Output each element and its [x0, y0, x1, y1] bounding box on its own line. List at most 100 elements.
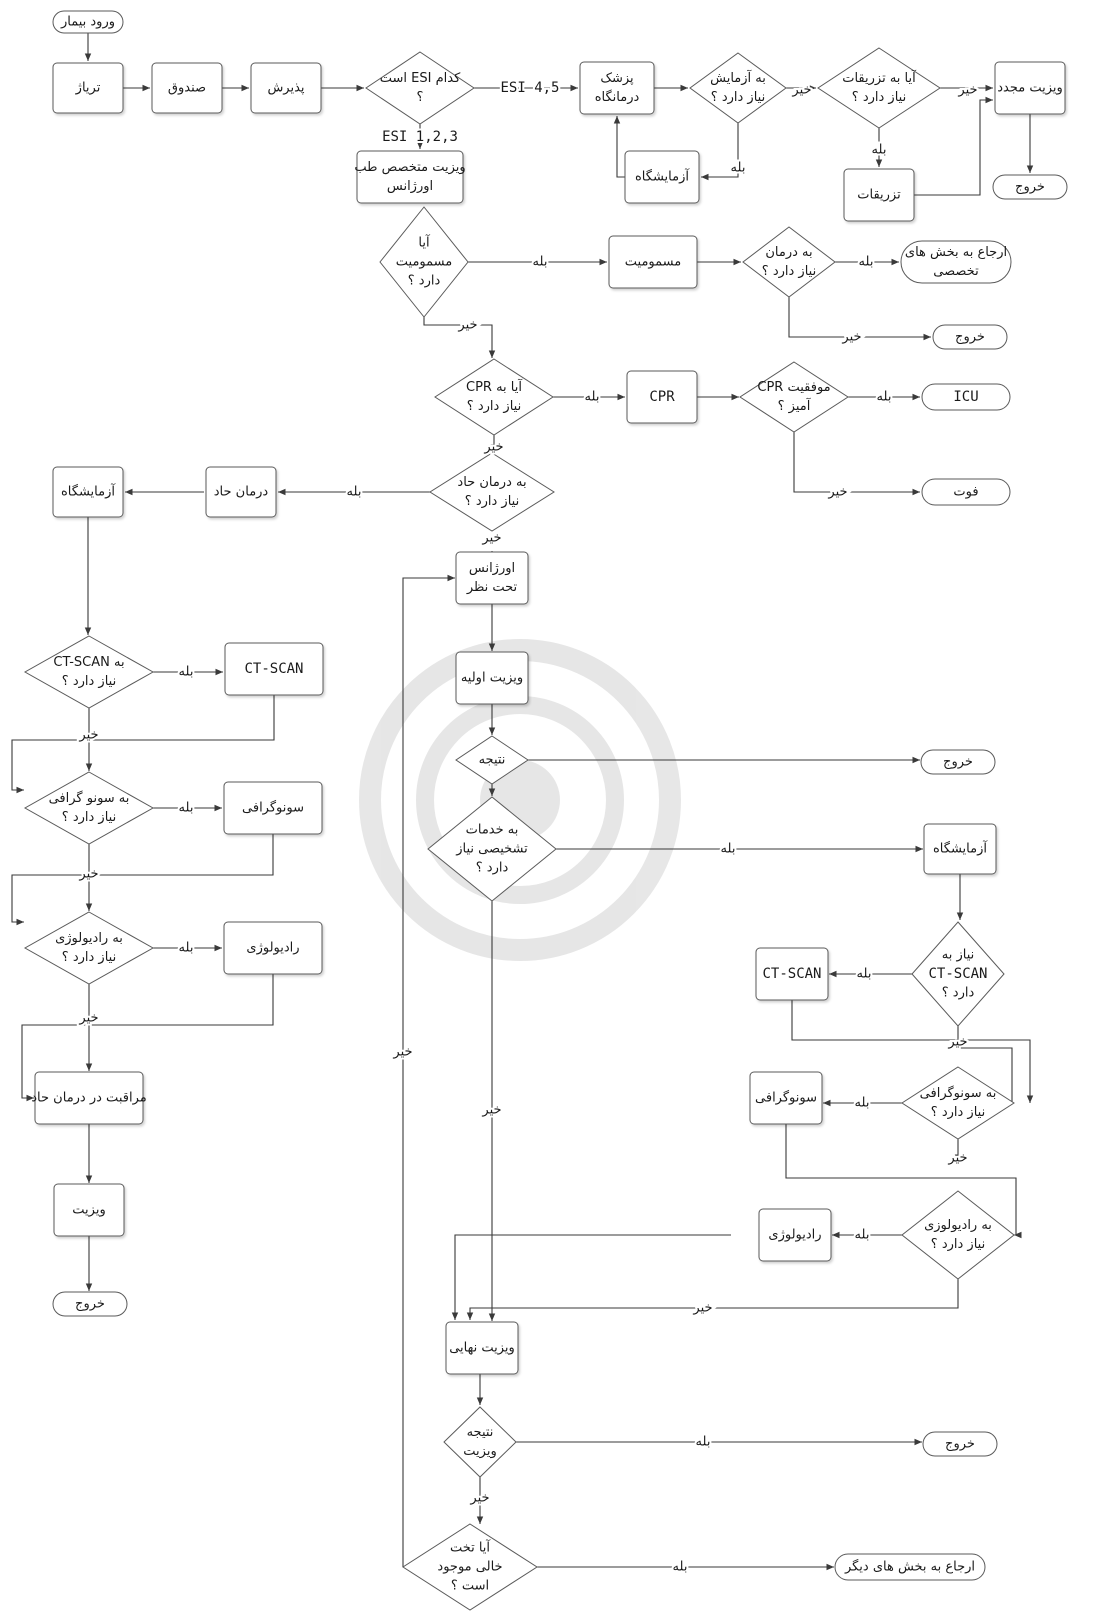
decision-diamond [901, 1190, 1015, 1280]
node-text: نیاز دارد ؟ [62, 810, 116, 825]
node-text: ارجاع به بخش های دیگر [844, 1559, 975, 1575]
node-text: آیا به CPR [466, 378, 523, 395]
node-text: به درمان [765, 245, 812, 260]
node-death: فوت [921, 478, 1011, 506]
decision-diamond [23, 635, 155, 709]
node-text: نیاز دارد ؟ [465, 494, 519, 509]
node-text: تحت نظر [466, 580, 518, 595]
process-box [843, 168, 915, 222]
edge-label-no-inj: خیر [957, 83, 977, 98]
node-text: CPR [649, 389, 675, 405]
process-box [455, 651, 529, 705]
node-text: CT-SCAN [928, 966, 987, 982]
node-initial-visit: ویزیت اولیه [455, 651, 529, 705]
node-text: تخصصی [933, 264, 979, 279]
edge-label-yes-tx: بله [859, 255, 874, 270]
flow-arrow [701, 123, 739, 181]
node-triage: تریاژ [52, 62, 124, 114]
node-sono-l: سونوگرافی [223, 781, 323, 835]
node-text: تریاژ [75, 81, 101, 96]
decision-diamond [739, 361, 849, 433]
decision-diamond [911, 921, 1005, 1027]
node-text: CT-SCAN [762, 966, 821, 982]
process-box [923, 823, 997, 875]
node-exit-l: خروج [52, 1291, 128, 1317]
process-box [223, 781, 323, 835]
edge-label-no-ct-l: خیر [78, 728, 98, 743]
edge-label-no-lab1: خیر [791, 83, 811, 98]
flow-arrow [613, 116, 625, 178]
flow-arrow [914, 96, 993, 196]
node-text: به سونو گرافی [49, 790, 130, 806]
node-start: ورود بیمار [52, 10, 124, 34]
node-admission: پذیرش [250, 62, 322, 114]
node-acute-tx: درمان حاد [205, 466, 277, 518]
decision-diamond [689, 52, 787, 124]
node-sono-q-l: به سونو گرافی نیاز دارد ؟ [23, 771, 155, 845]
edges-layer [11, 33, 1034, 1571]
decision-diamond [402, 1523, 538, 1611]
node-exit1: خروج [992, 174, 1068, 200]
node-icu: ICU [921, 383, 1011, 411]
terminal-shape [900, 240, 1012, 284]
node-text: ویزیت نهایی [449, 1341, 515, 1356]
process-box [624, 150, 700, 204]
edge-label-no-diag: خیر [481, 1103, 501, 1118]
flow-arrow [788, 297, 931, 341]
edge-label-no-ct-r: خیر [947, 1035, 967, 1050]
node-text: درمانگاه [595, 89, 640, 105]
edge-label-yes-ct-l: بله [179, 665, 194, 680]
node-text: نیاز دارد ؟ [62, 674, 116, 689]
edge-label-yes-diag: بله [721, 842, 736, 857]
terminal-shape [834, 1553, 986, 1581]
node-text: آیا به تزریقات [842, 69, 917, 86]
node-result: نتیجه [455, 735, 529, 785]
edge-label-yes-sono-l: بله [179, 801, 194, 816]
node-text: به CT-SCAN [53, 655, 124, 670]
process-box [626, 370, 698, 424]
edge-label-no-succ: خیر [827, 485, 847, 500]
node-cashier: صندوق [151, 62, 223, 114]
process-box [151, 62, 223, 114]
node-text: به رادیولوژی [55, 931, 123, 946]
edge-label-no-tx: خیر [841, 330, 861, 345]
node-text: به سونوگرافی [920, 1085, 997, 1101]
node-sono-r: سونوگرافی [749, 1071, 823, 1125]
node-text: موفقیت CPR [757, 380, 830, 395]
node-clinic-doc: پزشک درمانگاه [579, 61, 655, 115]
flow-arrow [466, 1279, 959, 1320]
node-text: کدام ESI است [380, 71, 461, 86]
node-lab1: آزمایشگاه [624, 150, 700, 204]
decision-diamond [427, 796, 557, 902]
node-ct-r: CT-SCAN [755, 947, 829, 1001]
decision-diamond [443, 1406, 517, 1478]
node-final-visit: ویزیت نهایی [445, 1321, 519, 1375]
watermark-logo [359, 639, 681, 961]
node-text: خالی موجود [437, 1560, 502, 1575]
node-ct-l: CT-SCAN [224, 642, 324, 696]
edge-label-yes-poison: بله [533, 255, 548, 270]
process-box [749, 1071, 823, 1125]
process-box [53, 1183, 125, 1237]
node-text: آزمایشگاه [933, 840, 988, 857]
decision-diamond [434, 358, 554, 436]
terminal-shape [52, 10, 124, 34]
decision-diamond [23, 771, 155, 845]
process-box [579, 61, 655, 115]
node-text: دارد ؟ [942, 986, 975, 1001]
node-text: مراقبت در درمان حاد [31, 1091, 146, 1106]
node-text: پزشک [600, 71, 634, 86]
node-text: نیاز دارد ؟ [931, 1105, 985, 1120]
node-text: ارجاع به بخش های [905, 245, 1007, 260]
node-injection: تزریقات [843, 168, 915, 222]
process-box [224, 642, 324, 696]
